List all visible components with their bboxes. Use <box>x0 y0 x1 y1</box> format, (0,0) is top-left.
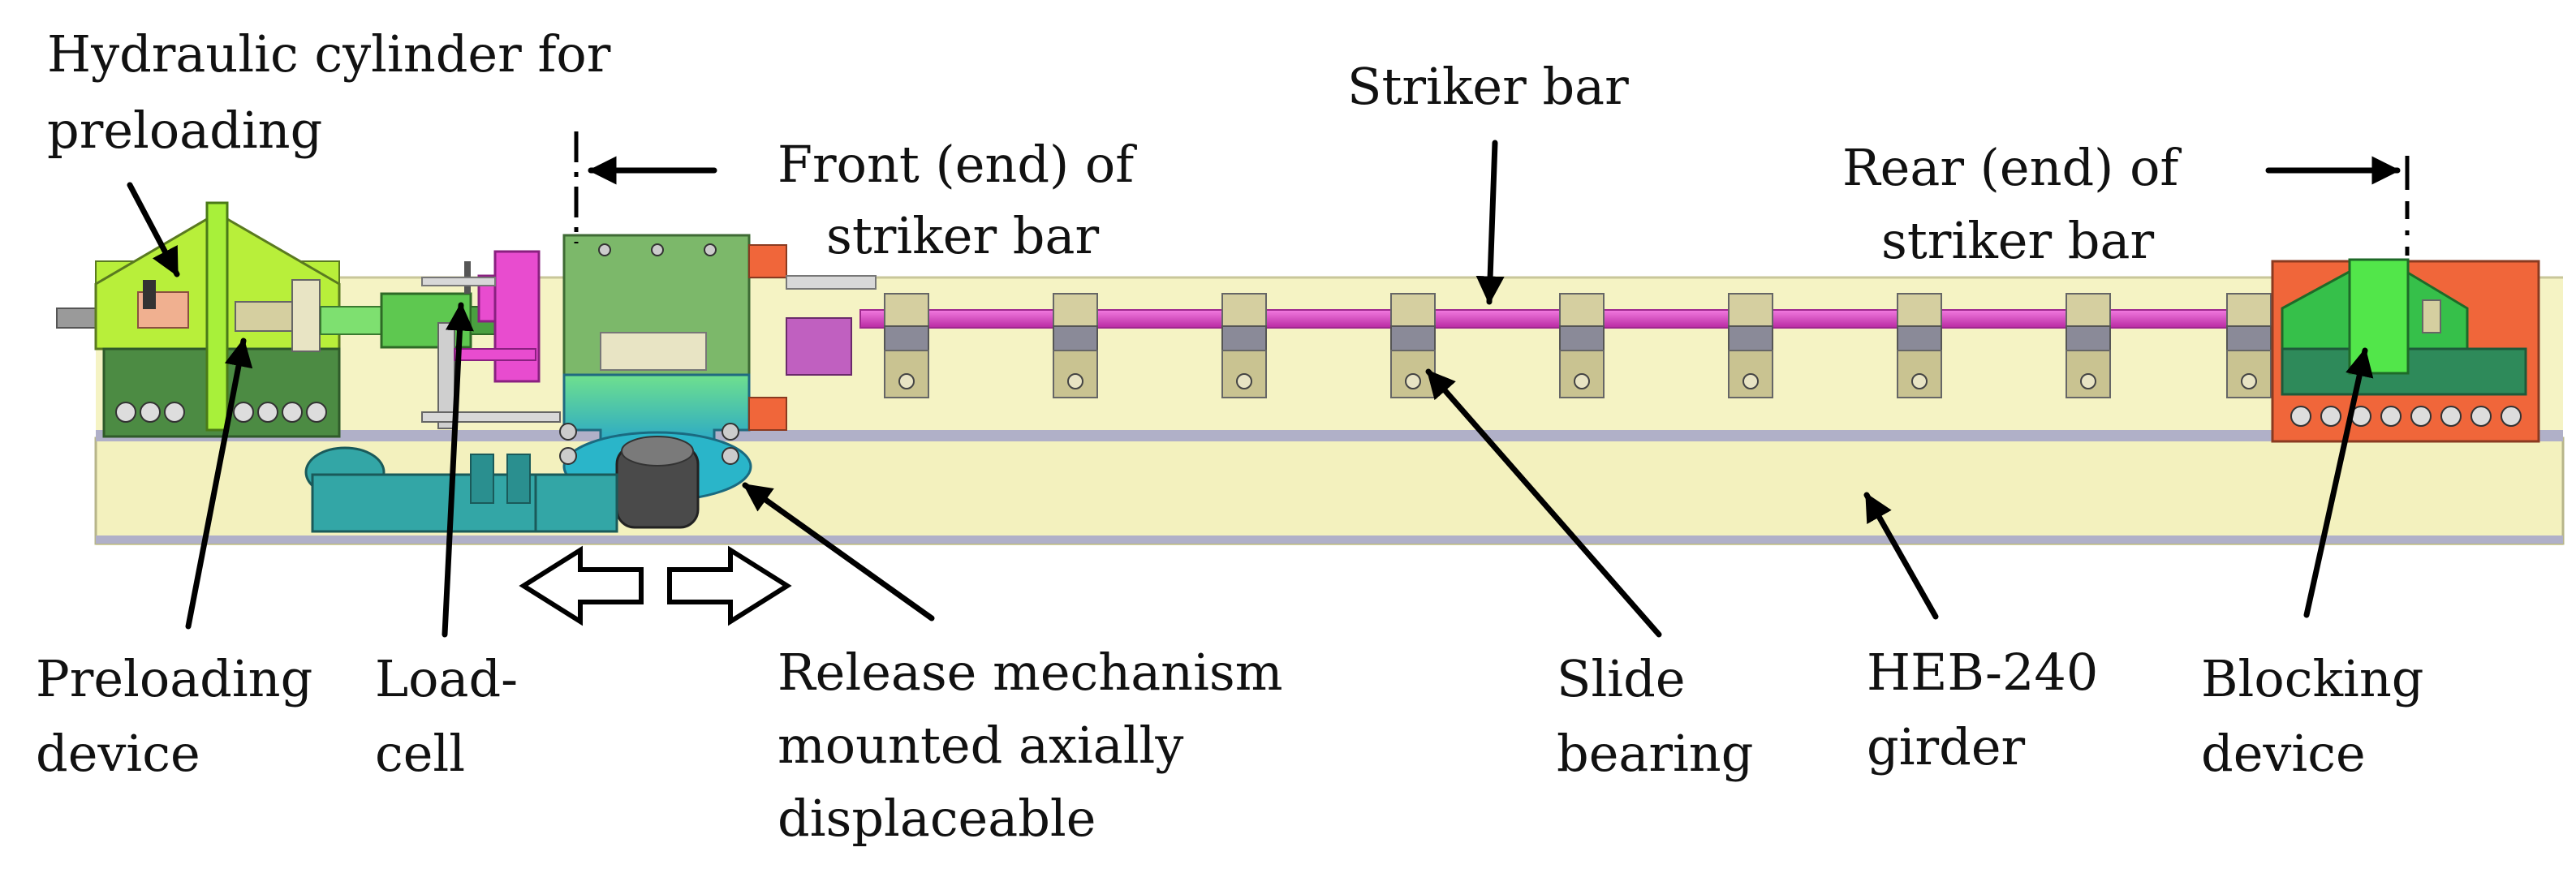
label-slide-bearing-line1: Slide <box>1557 649 1686 708</box>
slide-bearing <box>1390 293 1436 398</box>
release-mechanism <box>421 234 877 529</box>
arrow-blocking-device <box>2303 347 2374 618</box>
leader-arrows <box>127 140 2401 638</box>
label-hydraulic-cylinder-line1: Hydraulic cylinder for <box>47 24 611 84</box>
hollow-arrow-left <box>519 545 644 626</box>
blocking-device <box>2271 258 2540 443</box>
label-heb-girder-line2: girder <box>1867 717 2026 776</box>
label-release-mechanism-line2: mounted axially <box>778 716 1183 775</box>
release-base <box>304 446 618 533</box>
labels: Hydraulic cylinder for preloading Front … <box>36 24 2423 848</box>
arrow-load-cell <box>442 302 474 638</box>
label-release-mechanism-line3: displaceable <box>778 789 1096 848</box>
label-preloading-device-line1: Preloading <box>36 649 312 708</box>
arrow-preloading-device <box>185 338 253 630</box>
slide-bearing <box>1053 293 1098 398</box>
slide-bearing <box>2226 293 2272 398</box>
slide-bearing <box>1897 293 1942 398</box>
slide-bearing <box>2066 293 2111 398</box>
arrow-heb-girder <box>1863 492 1939 620</box>
label-front-end-line2: striker bar <box>826 206 1099 265</box>
label-preloading-device-line2: device <box>36 724 200 783</box>
slide-bearing <box>1221 293 1267 398</box>
arrow-striker-bar <box>1475 140 1505 305</box>
slide-bearing <box>1559 293 1605 398</box>
label-release-mechanism-line1: Release mechanism <box>778 643 1283 702</box>
label-rear-end-line2: striker bar <box>1881 211 2154 270</box>
label-rear-end-line1: Rear (end) of <box>1842 138 2182 197</box>
label-blocking-device-line1: Blocking <box>2201 649 2423 708</box>
arrow-slide-bearing <box>1425 368 1662 638</box>
label-striker-bar: Striker bar <box>1347 57 1629 116</box>
hollow-arrow-right <box>667 545 792 626</box>
label-blocking-device-line2: device <box>2201 724 2366 783</box>
slide-bearing <box>884 293 929 398</box>
arrow-hydraulic-cylinder <box>127 182 180 277</box>
slide-bearing <box>1728 293 1773 398</box>
preloading-device <box>56 201 341 438</box>
label-slide-bearing-line2: bearing <box>1557 724 1753 783</box>
label-front-end-line1: Front (end) of <box>778 135 1137 194</box>
label-hydraulic-cylinder-line2: preloading <box>47 101 322 160</box>
label-load-cell-line1: Load- <box>375 649 518 708</box>
arrow-release-mechanism <box>742 482 935 621</box>
slide-bearings <box>884 293 2272 398</box>
label-load-cell-line2: cell <box>375 724 465 783</box>
label-heb-girder-line1: HEB-240 <box>1867 643 2098 702</box>
